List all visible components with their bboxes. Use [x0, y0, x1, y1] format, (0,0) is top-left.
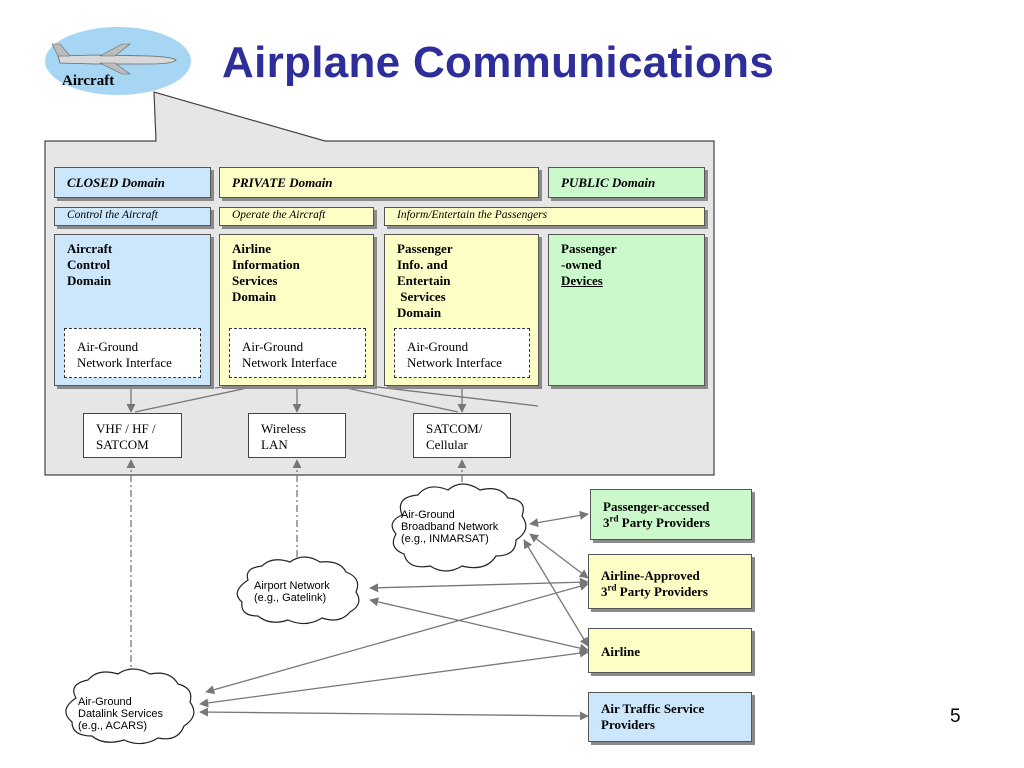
aircraft-label: Aircraft	[62, 73, 115, 89]
airline-approved-line2: Party Providers	[616, 584, 708, 599]
satcom-cellular-box: SATCOM/ Cellular	[413, 413, 511, 458]
public-body-line2: -owned	[561, 257, 602, 272]
public-body-line3: Devices	[561, 273, 603, 288]
airline-approved-num: 3	[601, 584, 608, 599]
aircraft-callout-panel	[44, 91, 715, 476]
datalink-cloud	[65, 668, 195, 745]
broadband-cloud	[391, 483, 527, 572]
broadband-network-label: Air-Ground Broadband Network (e.g., INMA…	[401, 509, 499, 545]
public-body-line1: Passenger	[561, 241, 617, 256]
wireless-lan-box: Wireless LAN	[248, 413, 346, 458]
airline-approved-providers: Airline-Approved 3rd Party Providers	[588, 554, 752, 609]
airline-approved-sup: rd	[607, 582, 617, 593]
agni-closed: Air-Ground Network Interface	[64, 328, 201, 378]
private-domain-header: PRIVATE Domain	[219, 167, 539, 198]
operate-aircraft-subtitle: Operate the Aircraft	[219, 207, 374, 226]
agni-passenger: Air-Ground Network Interface	[394, 328, 530, 378]
public-domain-header: PUBLIC Domain	[548, 167, 705, 198]
passenger-providers-line2: Party Providers	[618, 515, 710, 530]
slide-number: 5	[950, 706, 961, 727]
slide-title: Airplane Communications	[222, 38, 775, 87]
airline-box: Airline	[588, 628, 752, 673]
passenger-accessed-providers: Passenger-accessed 3rd Party Providers	[590, 489, 752, 540]
vhf-hf-satcom-box: VHF / HF / SATCOM	[83, 413, 182, 458]
datalink-services-label: Air-Ground Datalink Services (e.g., ACAR…	[78, 696, 163, 732]
closed-domain-header: CLOSED Domain	[54, 167, 211, 198]
passenger-owned-devices-domain: Passenger -owned Devices	[548, 234, 705, 386]
inform-entertain-subtitle: Inform/Entertain the Passengers	[384, 207, 705, 226]
airport-network-label: Airport Network (e.g., Gatelink)	[254, 580, 330, 604]
aircraft-icon	[45, 27, 191, 95]
airline-approved-line1: Airline-Approved	[601, 568, 700, 583]
agni-airline: Air-Ground Network Interface	[229, 328, 366, 378]
passenger-providers-sup: rd	[609, 513, 619, 524]
closed-domain-subtitle: Control the Aircraft	[54, 207, 211, 226]
passenger-providers-num: 3	[603, 515, 610, 530]
passenger-providers-line1: Passenger-accessed	[603, 499, 710, 514]
air-traffic-service-providers: Air Traffic Service Providers	[588, 692, 752, 742]
